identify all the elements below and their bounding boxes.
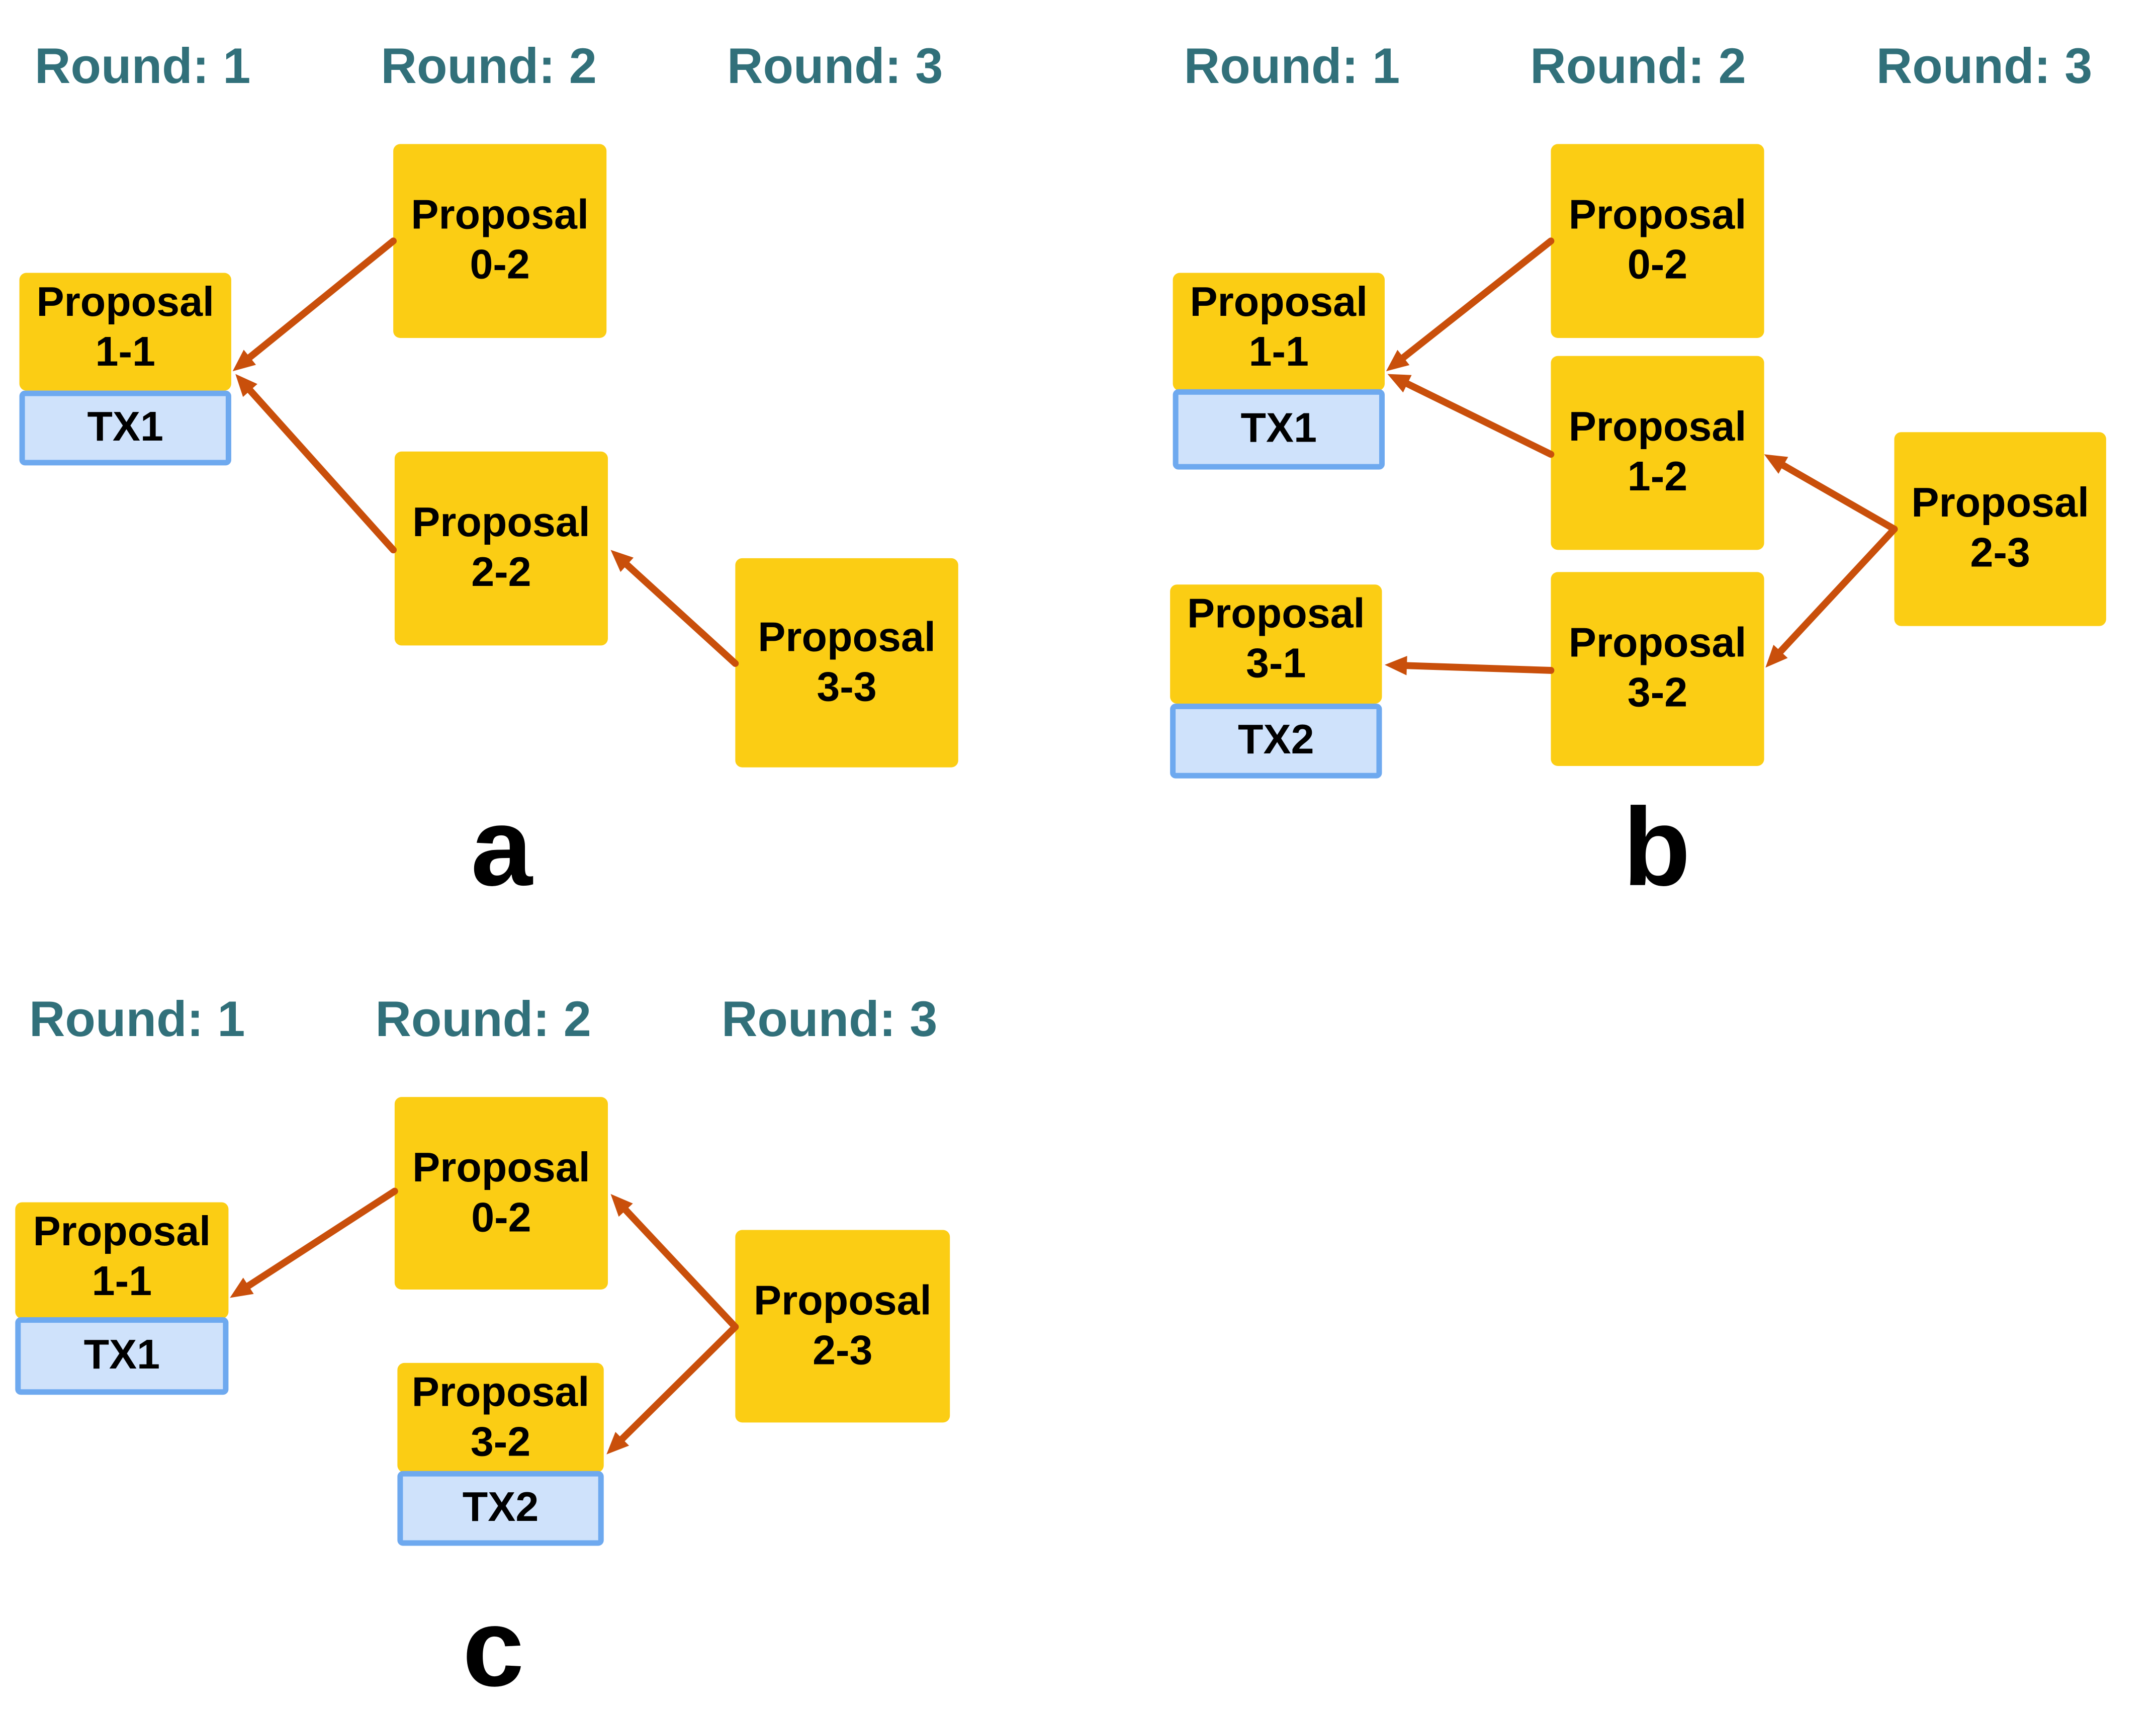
panel-b-tx-tx2: TX2 (1170, 704, 1382, 779)
panel-b-round-header-1: Round: 1 (1184, 37, 1400, 95)
panel-c-tx-tx2: TX2 (397, 1471, 604, 1546)
proposal-number: 3-1 (1246, 641, 1306, 687)
arrow-line (618, 1323, 739, 1442)
arrow-line (622, 1207, 739, 1331)
arrow-head (232, 350, 256, 372)
proposal-title: Proposal (411, 192, 589, 238)
arrow-head (1385, 656, 1407, 675)
panel-c-round-header-2: Round: 2 (375, 990, 591, 1048)
proposal-number: 1-2 (1627, 454, 1688, 500)
panel-a-round-header-1: Round: 1 (34, 37, 251, 95)
panel-b-arrow-p23-to-p12 (1764, 454, 1898, 533)
proposal-title: Proposal (411, 1370, 590, 1416)
panel-b-label: b (1623, 785, 1691, 909)
arrow-head (610, 1193, 633, 1217)
arrow-head (1387, 374, 1412, 393)
panel-c-label: c (462, 1586, 524, 1709)
proposal-number: 3-3 (817, 664, 877, 710)
arrow-line (1777, 526, 1898, 655)
panel-b-arrow-p32-to-p31 (1385, 656, 1555, 675)
proposal-number: 3-2 (470, 1419, 531, 1466)
panel-a-round-header-2: Round: 2 (381, 37, 597, 95)
proposal-number: 2-3 (1970, 530, 2030, 576)
proposal-number: 3-2 (1627, 670, 1688, 716)
proposal-number: 0-2 (470, 242, 530, 288)
panel-c-arrow-p02-to-p11 (230, 1187, 398, 1298)
panel-b-arrow-p02-to-p11 (1386, 237, 1555, 372)
panel-b-arrow-p12-to-p11 (1387, 374, 1555, 458)
panel-b-tx-tx1: TX1 (1173, 389, 1385, 470)
panel-c-round-header-3: Round: 3 (721, 990, 938, 1048)
proposal-number: 2-3 (813, 1327, 873, 1374)
proposal-title: Proposal (1568, 404, 1747, 451)
proposal-title: Proposal (412, 1145, 590, 1191)
proposal-title: Proposal (36, 280, 215, 326)
arrow-line (1404, 380, 1555, 458)
panel-c-tx-tx1: TX1 (15, 1317, 229, 1395)
panel-c-arrow-p23-to-p32 (606, 1323, 739, 1455)
panel-a-round-header-3: Round: 3 (727, 37, 943, 95)
proposal-title: Proposal (33, 1209, 211, 1255)
arrow-line (623, 561, 739, 667)
proposal-title: Proposal (1911, 480, 2089, 527)
proposal-title: Proposal (754, 1277, 932, 1324)
panel-b-round-header-3: Round: 3 (1876, 37, 2093, 95)
arrow-line (1779, 462, 1898, 533)
arrow-head (1764, 454, 1788, 474)
panel-a-label: a (471, 785, 532, 909)
proposal-number: 1-1 (95, 329, 155, 376)
proposal-title: Proposal (412, 500, 590, 546)
arrow-head (610, 550, 634, 572)
proposal-title: Proposal (1187, 591, 1365, 637)
proposal-number: 1-1 (92, 1259, 152, 1305)
proposal-title: Proposal (1568, 620, 1747, 666)
panel-a-tx-tx1: TX1 (19, 390, 231, 466)
proposal-number: 1-1 (1248, 329, 1309, 376)
proposal-number: 0-2 (471, 1194, 531, 1241)
arrow-head (1386, 350, 1410, 372)
arrow-head (230, 1277, 254, 1298)
panel-a-arrow-p02-to-p11 (232, 237, 397, 372)
panel-c-arrow-p23-to-p02 (610, 1193, 739, 1331)
panel-b-round-header-2: Round: 2 (1530, 37, 1746, 95)
arrow-head (1765, 645, 1788, 668)
panel-c-round-header-1: Round: 1 (29, 990, 245, 1048)
arrow-line (245, 1187, 398, 1290)
panel-a-arrow-p33-to-p22 (610, 550, 739, 667)
arrow-line (246, 237, 397, 361)
proposal-title: Proposal (1190, 280, 1368, 326)
arrow-head (606, 1432, 630, 1455)
proposal-title: Proposal (758, 614, 936, 660)
proposal-title: Proposal (1568, 192, 1747, 238)
proposal-number: 0-2 (1627, 242, 1688, 288)
arrow-line (1403, 662, 1555, 674)
arrow-line (246, 387, 397, 554)
arrow-head (235, 374, 257, 397)
panel-b-arrow-p23-to-p32 (1765, 526, 1898, 668)
proposal-number: 2-2 (471, 550, 531, 596)
arrow-line (1400, 237, 1555, 361)
panel-a-arrow-p22-to-p11 (235, 374, 397, 554)
